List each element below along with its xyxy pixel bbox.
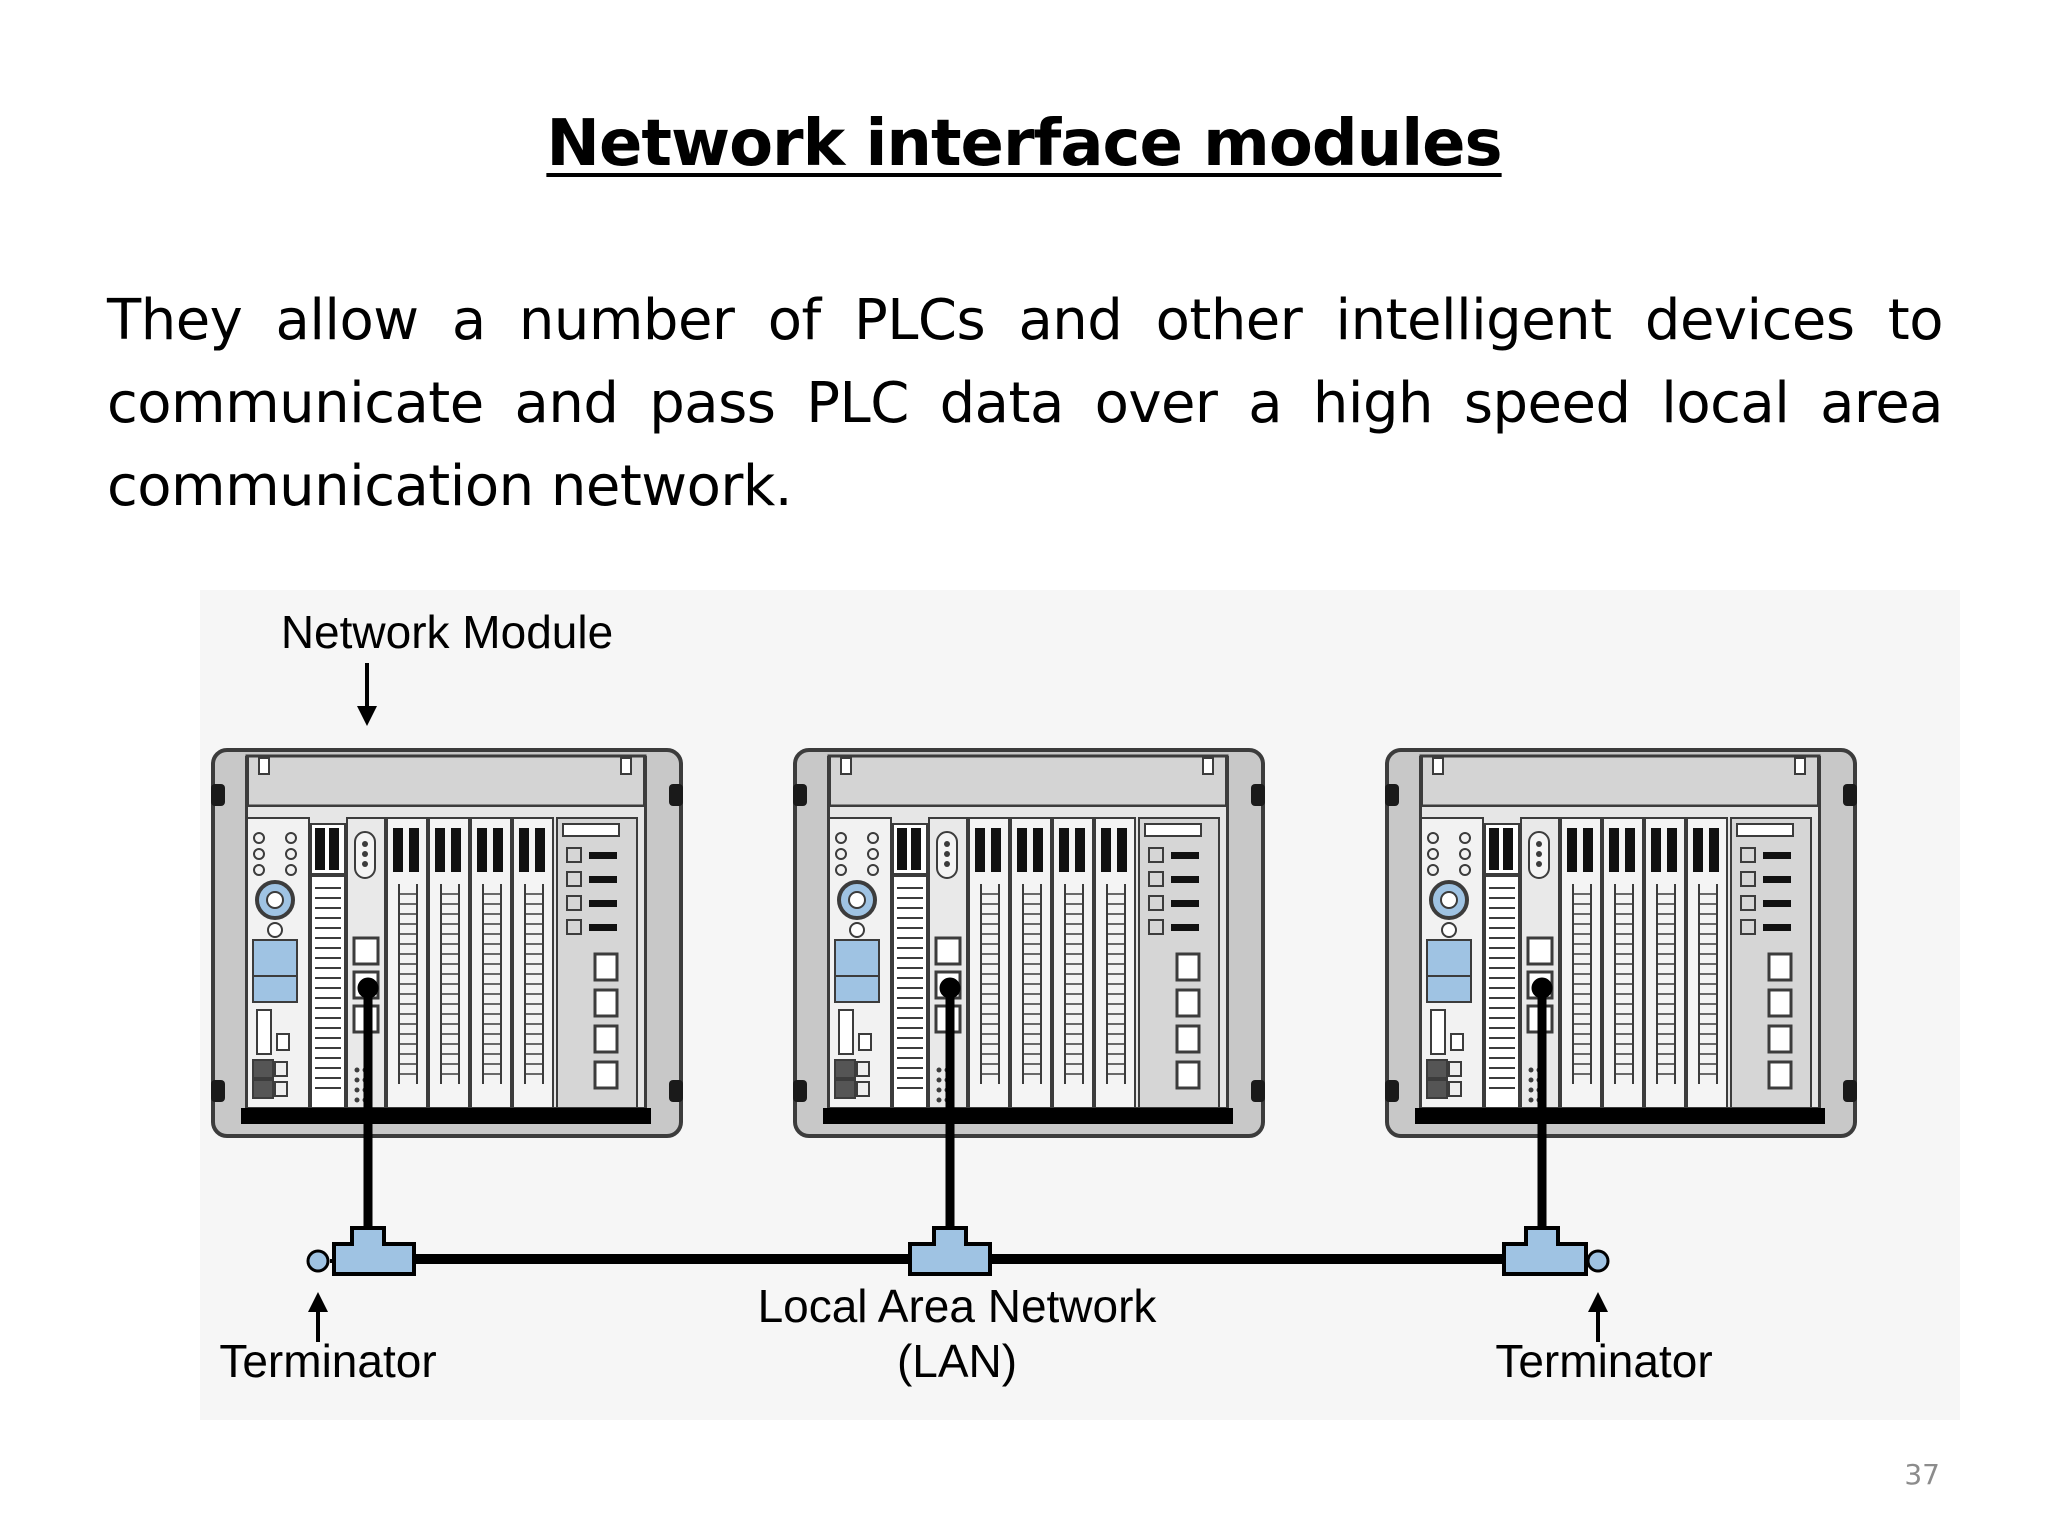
terminator-right <box>1586 1249 1610 1273</box>
lan-label-line2: (LAN) <box>897 1335 1017 1387</box>
terminator-left-arrow <box>308 1292 328 1342</box>
terminator-right-label: Terminator <box>1495 1335 1712 1387</box>
network-diagram: Network Module Local Area Network (LAN) … <box>200 590 1960 1420</box>
drop-cables <box>357 977 1553 1236</box>
plc-rack-3 <box>1383 748 1859 1138</box>
terminator-left <box>306 1249 330 1273</box>
t-connector-3 <box>1502 1226 1588 1276</box>
network-module-arrow <box>357 663 377 726</box>
plc-rack-1 <box>209 748 685 1138</box>
terminator-left-label: Terminator <box>219 1335 436 1387</box>
t-connector-2 <box>908 1226 992 1276</box>
slide-body-text: They allow a number of PLCs and other in… <box>107 288 1944 519</box>
page-number: 37 <box>1904 1458 1940 1491</box>
network-module-label: Network Module <box>281 606 613 658</box>
terminator-right-arrow <box>1588 1292 1608 1342</box>
plc-rack-2 <box>791 748 1267 1138</box>
t-connector-1 <box>332 1226 416 1276</box>
lan-label-line1: Local Area Network <box>758 1280 1158 1332</box>
slide-title: Network interface modules <box>546 107 1502 181</box>
